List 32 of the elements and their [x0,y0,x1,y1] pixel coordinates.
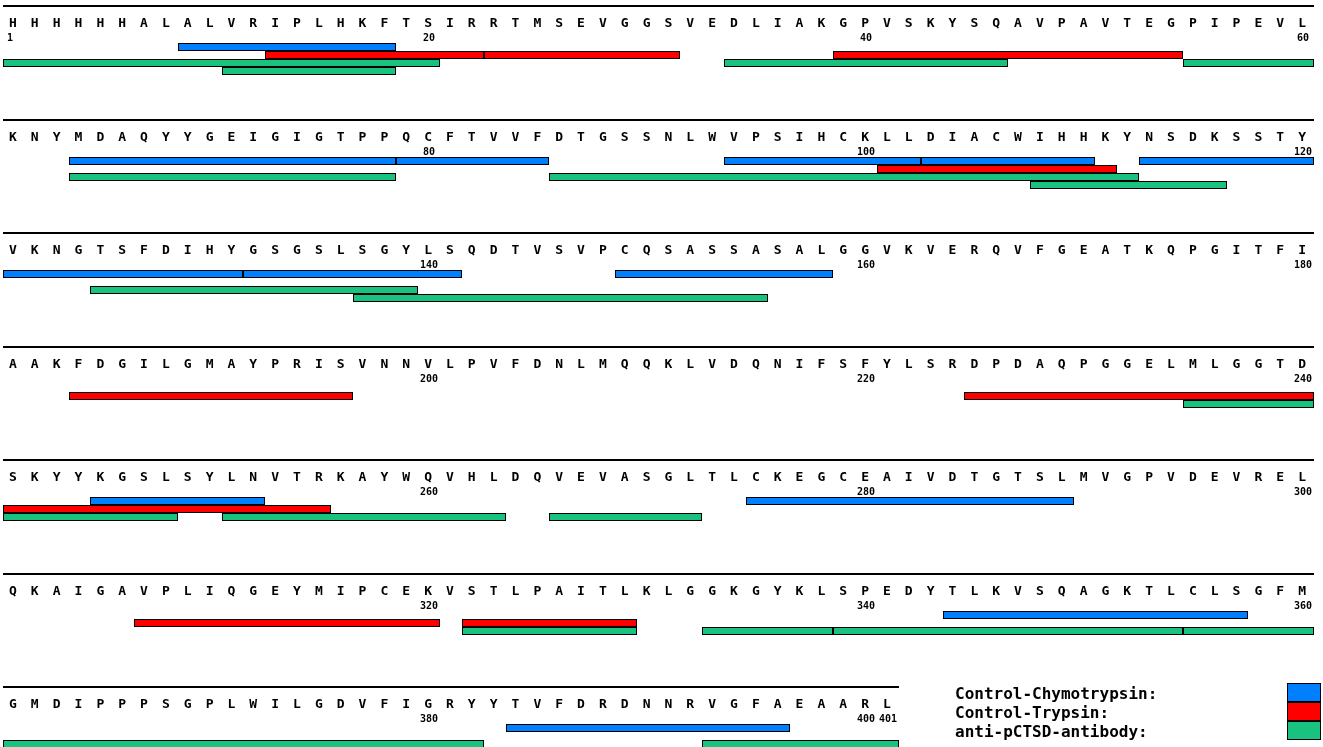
position-number: 80 [423,145,436,157]
position-number: 100 [857,145,876,157]
legend-label: Control-Trypsin: [955,703,1110,722]
position-number: 40 [860,32,873,43]
position-number: 1 [7,32,14,43]
position-number: 380 [420,713,439,724]
position-number: 340 [857,599,876,611]
legend-label: anti-pCTSD-antibody: [955,722,1148,741]
position-number: 60 [1297,32,1310,43]
position-number: 400 [857,713,876,724]
sequence-text: VKNGTSFDIHYGSGSLSGYLSQDTVSVPCQSASSASALGGVKVERQVFGEATKQPGITFI [9,242,1320,258]
position-number: 220 [857,372,876,384]
sequence-text: AAKFDGILGMAYPRISVNNVLPVFDNLMQQKLVDQNIFSFYLSRDPDAQPGGELMLGGTD [9,355,1320,372]
position-number: 160 [857,259,876,270]
position-number: 20 [423,32,436,43]
position-number: 260 [420,486,439,497]
sequence-text: KNYMDAQYYGEIGIGTPPQCFTVVFDTGSSNLWVPSIHCKLLDIACWIHHKYNSDKSSTY [9,128,1320,145]
sequence-text: GMDIPPPSGPLWILGDVFIGRYYTVFDRDNNRVGFAEAARL [9,696,905,712]
position-number: 240 [1294,372,1313,384]
position-number: 300 [1294,486,1313,497]
position-number: 360 [1294,599,1313,611]
sequence-text: HHHHHHALALVRIPLHKFTSIRRTMSEVGGSVEDLIAKGPVSKYSQAVPAVTEGPIPEVL [9,15,1320,31]
sequence-text: QKAIGAVPLIQGEYMIPCEKVSTLPAITLKLGGKGYKLSPEDYTLKVSQAGKTLCLSGFM [9,582,1320,599]
sequence-text: SKYYKGSLSYLNVTRKAYWQVHLDQVEVASGLTLCKEGCEAIVDTGTSLMVGPVDEVREL [9,469,1320,485]
position-number: 180 [1294,259,1313,270]
position-number: 120 [1294,145,1313,157]
position-number: 200 [420,372,439,384]
legend-label: Control-Chymotrypsin: [955,684,1158,703]
position-number: 140 [420,259,439,270]
position-number: 401 [878,713,897,724]
position-number: 320 [420,599,439,611]
position-number: 280 [857,486,876,497]
